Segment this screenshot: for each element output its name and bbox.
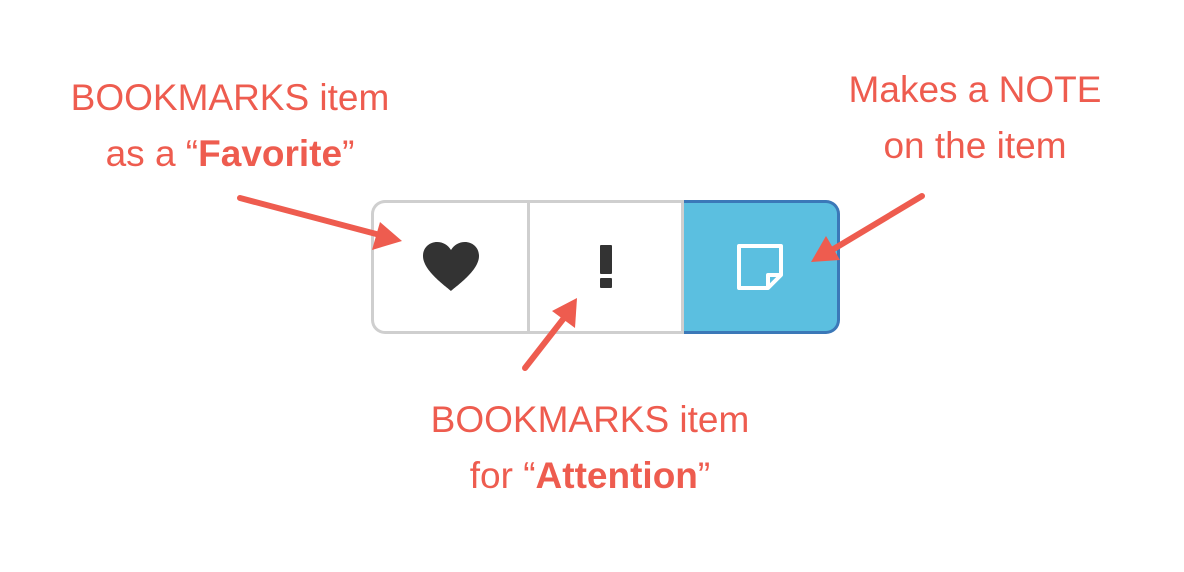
attention-button[interactable] [527, 200, 684, 334]
callout-favorite: BOOKMARKS item as a “Favorite” [30, 70, 430, 182]
callout-attention-prefix: for “ [469, 455, 536, 496]
callout-attention: BOOKMARKS item for “Attention” [380, 392, 800, 504]
sticky-note-icon [736, 244, 783, 290]
callout-note-line2: on the item [883, 125, 1067, 166]
callout-favorite-prefix: as a “ [105, 133, 199, 174]
callout-attention-suffix: ” [697, 455, 711, 496]
callout-attention-line1: BOOKMARKS item [430, 399, 750, 440]
note-button[interactable] [684, 200, 840, 334]
callout-favorite-bold: Favorite [198, 133, 343, 174]
callout-note-line1: Makes a NOTE [848, 69, 1102, 110]
callout-favorite-line1: BOOKMARKS item [70, 77, 390, 118]
callout-attention-line2: for “Attention” [380, 448, 800, 504]
item-action-toolbar [371, 200, 840, 334]
heart-icon [422, 242, 479, 291]
favorite-button[interactable] [371, 200, 527, 334]
exclamation-icon [599, 245, 612, 288]
callout-favorite-suffix: ” [342, 133, 355, 174]
callout-attention-bold: Attention [535, 455, 698, 496]
callout-note: Makes a NOTE on the item [790, 62, 1160, 174]
callout-favorite-line2: as a “Favorite” [30, 126, 430, 182]
